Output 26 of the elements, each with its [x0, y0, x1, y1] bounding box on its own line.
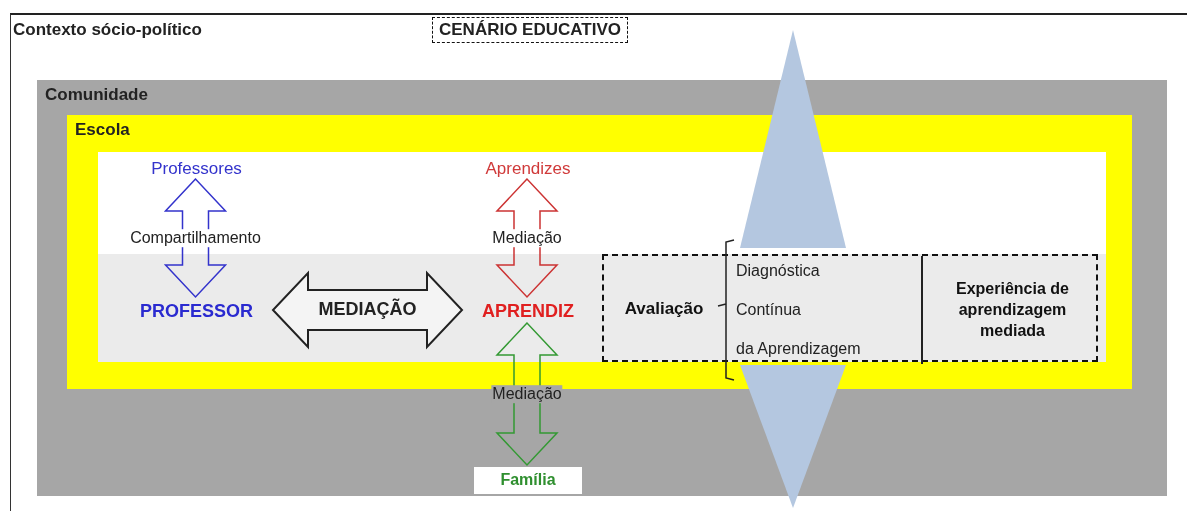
double-block-arrow [495, 177, 559, 299]
edge-label: Mediação [491, 229, 563, 247]
title: CENÁRIO EDUCATIVO [432, 17, 628, 44]
text-label: Escola [75, 120, 130, 140]
text-label: Contexto sócio-político [13, 20, 202, 40]
double-block-arrow [163, 177, 228, 299]
text-label: Diagnóstica [736, 262, 820, 281]
teacher-label: PROFESSOR [139, 301, 254, 322]
text-label: da Aprendizagem [736, 340, 861, 359]
edge-label: Compartilhamento [129, 229, 262, 247]
text-label: Experiência de aprendizagem mediada [955, 278, 1070, 341]
edge-label: Mediação [491, 385, 563, 403]
family-box [474, 467, 582, 494]
teachers-label: Professores [150, 159, 243, 179]
context-frame [10, 13, 1187, 511]
learner-label: APRENDIZ [481, 301, 575, 322]
text-label: Comunidade [45, 85, 148, 105]
school-panel [67, 115, 1132, 389]
double-block-arrow [495, 321, 559, 467]
evaluation-cell-text: Avaliação [623, 299, 705, 319]
learners-label: Aprendizes [484, 159, 572, 179]
text-label: Contínua [736, 301, 801, 320]
community-panel [37, 80, 1167, 496]
text-label: Família [499, 471, 557, 490]
evaluation-table [602, 254, 1098, 362]
edge-label: MEDIAÇÃO [317, 300, 418, 320]
